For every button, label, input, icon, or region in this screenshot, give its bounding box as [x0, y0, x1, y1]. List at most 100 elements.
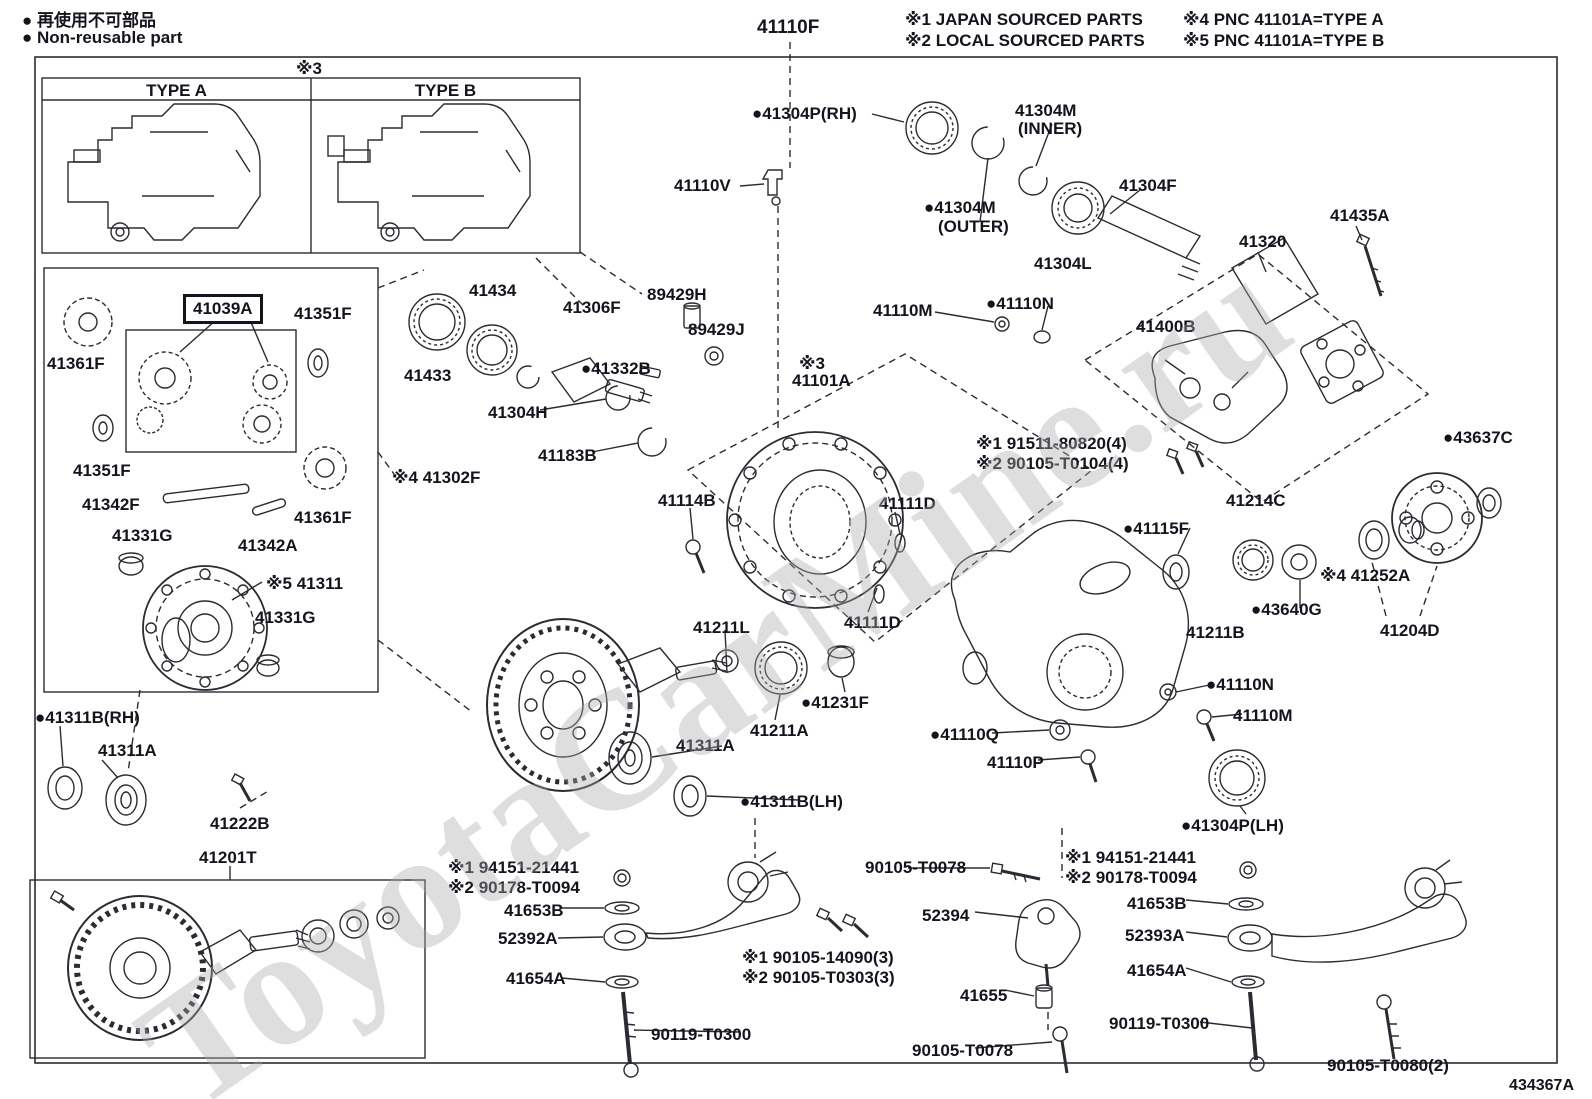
part-label: 41222B [210, 814, 270, 833]
part-label: 41110M [873, 301, 933, 320]
part-label: ※5 41311 [266, 574, 344, 593]
part-label: 90105-T0080(2) [1327, 1056, 1449, 1075]
pinion-bearings-sketch [408, 293, 724, 457]
part-label: ●41110N [1206, 675, 1274, 694]
part-label: 41331G [255, 608, 316, 627]
part-label: 41204D [1380, 621, 1440, 640]
part-label: 52394 [922, 906, 970, 925]
part-label: 41114B [658, 491, 716, 510]
part-label: ●41115F [1123, 519, 1190, 538]
part-label: 41304L [1034, 254, 1092, 273]
spider-gear-kit-box [125, 329, 297, 453]
type-a-header: TYPE A [146, 81, 207, 100]
part-label: 41311A [676, 736, 735, 755]
part-label: 41201T [199, 848, 257, 867]
legend-item-4: ※5 PNC 41101A=TYPE B [1183, 31, 1385, 50]
part-label: 41311A [98, 741, 157, 760]
part-label: ●41304P(LH) [1181, 816, 1284, 835]
type-b-header: TYPE B [414, 81, 477, 100]
part-label: 41654A [1127, 961, 1187, 980]
part-label: ※2 90178-T0094 [448, 878, 580, 897]
part-label: (INNER) [1018, 119, 1083, 138]
part-label: ●41311B(LH) [740, 792, 843, 811]
part-label: ●41304M [924, 198, 996, 217]
part-label: 90105-T0078 [865, 858, 967, 877]
part-label: 52392A [498, 929, 558, 948]
part-label: 41306F [563, 298, 621, 317]
part-label: 41434 [469, 281, 517, 300]
part-label: 41361F [294, 508, 352, 527]
part-label: 41039A [183, 294, 263, 324]
part-label: 41211L [693, 618, 750, 637]
type-table [41, 77, 581, 254]
part-label: ●41304P(RH) [752, 104, 857, 123]
part-label: ●41110Q [930, 725, 999, 744]
part-label: 41214C [1226, 491, 1286, 510]
legend-item-1: ※1 JAPAN SOURCED PARTS [905, 10, 1143, 29]
right-lower-arm-sketch [1227, 859, 1467, 1072]
part-label: 41111D [879, 494, 936, 513]
part-label: ※2 90105-T0303(3) [742, 968, 895, 987]
part-label: 52393A [1125, 926, 1185, 945]
type-table-note: ※3 [296, 59, 322, 78]
part-label: 41211A [750, 721, 809, 740]
part-label: 41433 [404, 366, 452, 385]
part-label: ※1 94151-21441 [1065, 848, 1196, 867]
main-frame [34, 56, 1558, 1064]
legend-item-2: ※2 LOCAL SOURCED PARTS [905, 31, 1145, 50]
right-hub-parts-sketch [1159, 472, 1502, 807]
part-label: ●41332B [581, 359, 651, 378]
part-label: 41183B [538, 446, 597, 465]
part-label: 41342A [238, 536, 298, 555]
knuckle-sketch [990, 862, 1081, 1074]
diff-parts-box [43, 267, 379, 693]
leader-lines [59, 113, 1363, 1049]
top-part-number: 41110F [757, 17, 820, 38]
adt-actuator-sketch [994, 316, 1288, 475]
legend-item-3: ※4 PNC 41101A=TYPE A [1183, 10, 1384, 29]
part-label: ●43637C [1443, 428, 1513, 447]
part-label: 41331G [112, 526, 173, 545]
part-label: 41110V [674, 176, 731, 195]
part-label: 89429H [647, 285, 707, 304]
diff-carrier-case-sketch [950, 519, 1190, 783]
part-label: 89429J [688, 320, 745, 339]
construction-lines [127, 42, 1438, 1030]
part-label: 41361F [47, 354, 105, 373]
part-label: 41351F [294, 304, 352, 323]
part-label: ※2 90105-T0104(4) [976, 454, 1129, 473]
ring-gear-center-sketch [486, 618, 855, 817]
part-label: 41655 [960, 986, 1008, 1005]
part-label: 41101A [792, 371, 851, 390]
part-label: 41351F [73, 461, 131, 480]
breather-plug-sketch [761, 169, 783, 206]
part-label: 41304H [488, 403, 548, 422]
part-label: ※4 41302F [392, 468, 481, 487]
part-label: 41304F [1119, 176, 1177, 195]
part-label: 41110P [987, 753, 1044, 772]
part-label: 41211B [1186, 623, 1245, 642]
part-label: ※1 94151-21441 [448, 858, 579, 877]
type-b-sketch [327, 103, 531, 242]
final-gear-kit-sketch [49, 890, 400, 1041]
part-label: 41111D [844, 613, 901, 632]
part-label: ●41231F [801, 693, 869, 712]
part-label: ●43640G [1251, 600, 1322, 619]
non-reusable-note-en: ● Non-reusable part [22, 28, 183, 47]
part-label: 41653B [504, 901, 564, 920]
left-lower-arm-sketch [603, 851, 870, 1078]
part-label: ※1 90105-14090(3) [742, 948, 894, 967]
differential-case-sketch [142, 565, 280, 691]
drawing-code: 434367A [1509, 1077, 1574, 1094]
part-label: 41342F [82, 495, 140, 514]
part-label: ●41110N [986, 294, 1054, 313]
part-label: 41653B [1127, 894, 1187, 913]
type-a-sketch [67, 103, 261, 242]
part-label: 41110M [1233, 706, 1293, 725]
side-bearing-left-sketch [47, 766, 252, 826]
part-label: (OUTER) [938, 217, 1009, 236]
part-label: ※1 91511-80820(4) [976, 434, 1127, 453]
